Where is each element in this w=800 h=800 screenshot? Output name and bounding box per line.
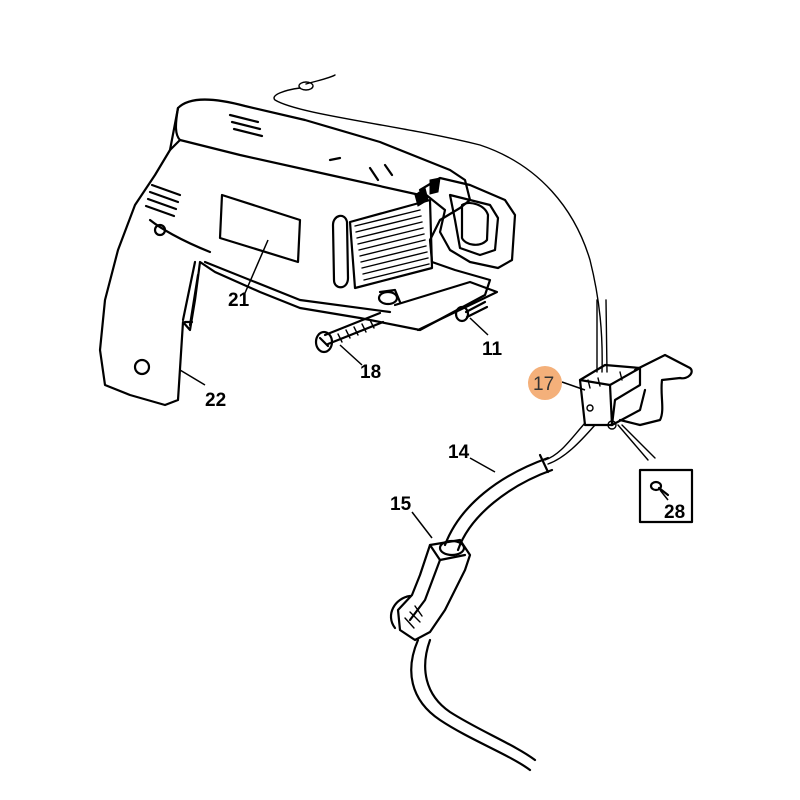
power-cord-14 — [410, 453, 554, 772]
internal-wire — [273, 74, 608, 373]
drill-housing-21 — [98, 98, 517, 407]
screw-18 — [314, 311, 385, 354]
leader-15 — [411, 511, 433, 539]
callout-labels: 21 22 18 11 17 14 15 28 — [205, 290, 685, 523]
callout-28: 28 — [664, 502, 685, 523]
leader-28 — [659, 489, 669, 501]
cord-guard-15 — [389, 538, 472, 642]
callout-15: 15 — [390, 494, 412, 515]
callout-21: 21 — [228, 290, 250, 311]
leader-lines — [179, 239, 669, 539]
motor-vents — [354, 209, 430, 281]
leader-17 — [561, 381, 586, 391]
leader-11 — [469, 317, 489, 336]
leader-18 — [339, 344, 363, 366]
callout-22: 22 — [205, 390, 226, 411]
callout-17: 17 — [533, 374, 554, 395]
leader-14 — [469, 457, 496, 473]
callout-11: 11 — [482, 339, 503, 360]
leader-21 — [244, 239, 269, 294]
callout-14: 14 — [448, 442, 470, 463]
screw-11 — [454, 300, 489, 323]
screw-28-box — [638, 468, 694, 524]
highlight-marker — [528, 366, 562, 400]
leader-22 — [179, 369, 206, 386]
trigger-switch-17 — [544, 353, 693, 465]
callout-18: 18 — [360, 362, 381, 383]
